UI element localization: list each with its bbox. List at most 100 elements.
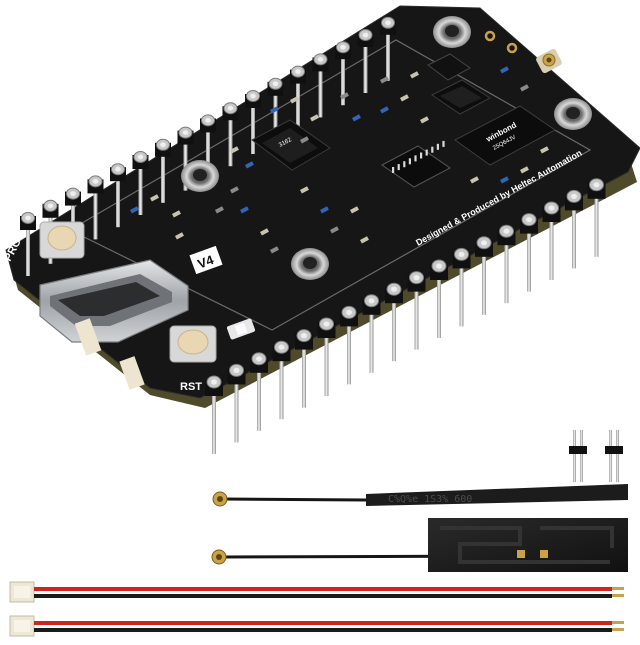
smd-component [340,92,349,100]
header-pin [20,212,36,276]
header-pin [335,41,351,106]
mounting-hole-1 [433,16,471,48]
smd-component [380,106,389,114]
silk-outline [68,39,592,331]
header-pin [222,102,239,167]
header-pin [542,201,561,280]
version-label: V4 [195,252,216,272]
smd-component [500,176,509,184]
smd-component [214,206,224,214]
smd-component [360,236,369,244]
rod-antenna: C%Q%e 1S3% 600 [212,484,628,507]
header-pin [587,178,606,257]
header-pin [245,90,261,154]
header-pin [312,53,329,118]
smd-component [520,166,529,174]
smd-component [244,161,254,169]
smd-component [310,114,319,122]
usb-c-port [39,259,189,343]
ufl-socket [536,48,562,74]
svg-text:3162: 3162 [278,137,293,149]
header-pin [565,189,583,269]
smd-component [171,210,181,218]
gold-pad [484,30,496,42]
header-pin [205,375,223,454]
header-pins-front [205,178,606,454]
smd-component [300,186,309,194]
header-pin [520,213,538,292]
smd-component [149,194,159,202]
header-pin [385,282,403,362]
header-pin [267,77,284,142]
battery-connector [119,356,145,390]
smd-component [380,76,389,84]
smd-component [129,206,139,214]
header-pin [430,259,448,338]
header-pin [497,224,516,304]
smd-component [540,146,549,154]
smd-component [520,84,529,92]
header-pin [87,175,104,240]
mounting-hole-2 [554,98,592,130]
flat-antenna [211,518,628,572]
smd-component [290,96,299,104]
header-pin [380,16,396,81]
header-pin [317,317,336,396]
mounting-hole-4 [291,248,329,280]
dev-board: 3162 winbond 25Q64JV Designed & Produced… [2,5,640,454]
header-pin [290,65,306,130]
header-pin [155,138,171,203]
ribbon-connector [381,140,451,188]
prg-button[interactable] [39,221,85,259]
smd-component [470,176,479,184]
header-pin [295,329,313,408]
smd-component [300,136,309,144]
passive-components [129,66,549,254]
rst-button[interactable] [169,325,217,363]
antenna-marking: -KA [592,94,604,108]
smd-component [229,186,239,194]
smd-component [239,206,249,214]
smd-component [260,228,269,236]
antenna-print: C%Q%e 1S3% 600 [388,494,472,505]
header-pin [110,163,126,228]
lora-chip [431,79,491,115]
smd-component [410,71,419,79]
smd-component [229,146,239,154]
header-pin [475,236,493,315]
header-pin [227,363,246,443]
smd-component [500,66,509,74]
battery-cable-1 [9,581,624,603]
smd-component [400,94,409,102]
header-pin [452,247,471,327]
smd-component [270,246,279,254]
smd-component [330,226,339,234]
rst-label: RST [180,381,202,393]
header-pin [340,305,358,385]
battery-cable-2 [9,615,624,637]
battery-connector [74,318,102,356]
header-pin [250,352,268,431]
flash-chip: winbond 25Q64JV [454,105,556,166]
header-pin [200,114,216,179]
smd-component [420,116,429,124]
header-pin [357,29,374,93]
mcu-chip: 3162 [251,119,331,171]
smd-component [175,232,184,240]
smd-component [352,114,361,122]
loose-pin-header-1 [569,430,587,482]
header-pin [132,151,149,215]
status-led [226,318,256,340]
header-pin [407,271,426,350]
gold-pad [506,42,518,54]
smd-component [320,206,329,214]
header-pin [177,126,194,191]
header-pin [272,340,291,420]
header-pin [362,294,381,373]
version-badge [189,245,223,275]
mounting-hole-3 [181,160,219,192]
header-pins-back [20,16,396,276]
smd-component [270,106,279,114]
loose-pin-header-2 [605,430,623,482]
